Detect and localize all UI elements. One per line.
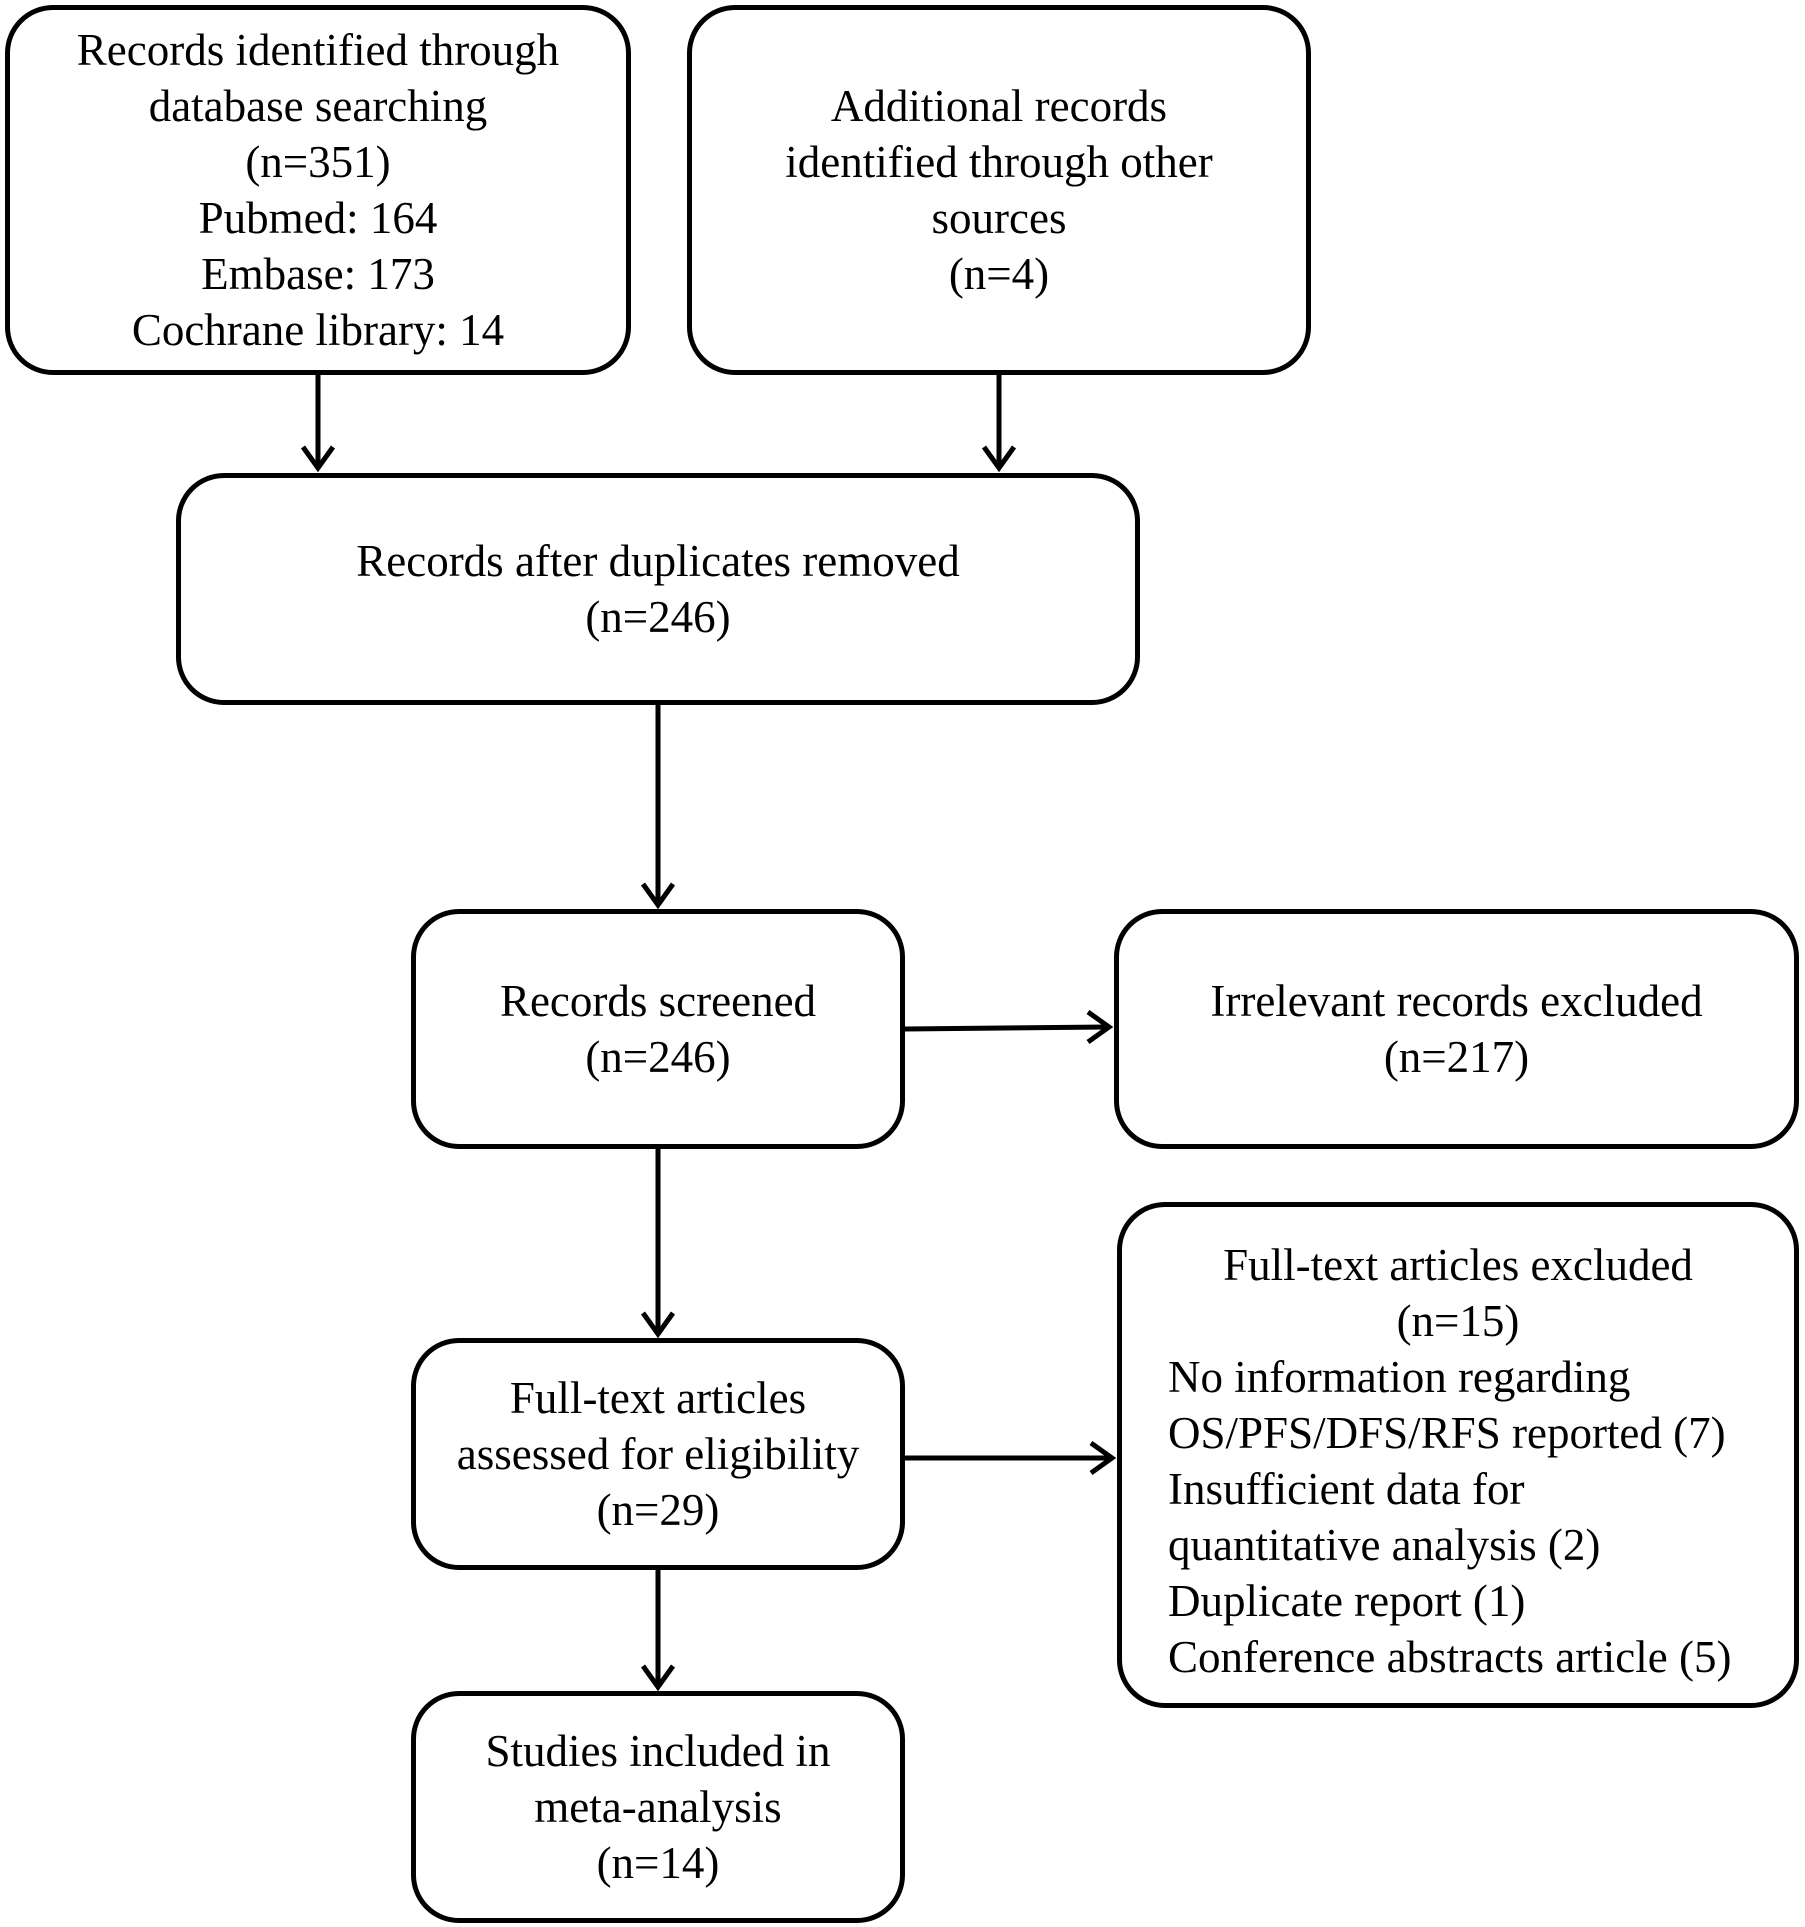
other-line-3: sources [931, 193, 1067, 243]
included-line-3: (n=14) [596, 1838, 720, 1888]
irrelevant-records-excluded-box: Irrelevant records excluded (n=217) [1114, 909, 1799, 1149]
other-line-2: identified through other [785, 137, 1213, 187]
fulltext-line-3: (n=29) [596, 1485, 720, 1535]
exclusion-reason: Insufficient data for [1168, 1464, 1525, 1514]
exclusion-reason: quantitative analysis (2) [1168, 1520, 1601, 1570]
identified-line-3: (n=351) [245, 137, 391, 187]
arrow-fulltext-to-included [640, 1570, 676, 1692]
irrelevant-line-1: Irrelevant records excluded [1210, 976, 1703, 1026]
excluded-heading-1: Full-text articles excluded [1223, 1240, 1693, 1290]
arrow-screened-to-irrelevant [904, 1009, 1114, 1045]
fulltext-excluded-box: Full-text articles excluded (n=15) No in… [1117, 1202, 1799, 1708]
exclusion-reason: Conference abstracts article (5) [1168, 1632, 1732, 1682]
exclusion-reason: No information regarding [1168, 1352, 1631, 1402]
identified-line-6: Cochrane library: 14 [131, 305, 505, 355]
dedup-line-2: (n=246) [585, 592, 731, 642]
exclusion-reason: Duplicate report (1) [1168, 1576, 1526, 1626]
screened-line-1: Records screened [499, 976, 817, 1026]
included-line-2: meta-analysis [534, 1782, 782, 1832]
fulltext-line-2: assessed for eligibility [456, 1429, 860, 1479]
records-after-duplicates-removed-box: Records after duplicates removed (n=246) [176, 473, 1140, 705]
excluded-heading-2: (n=15) [1396, 1296, 1520, 1346]
exclusion-reason: OS/PFS/DFS/RFS reported (7) [1168, 1408, 1726, 1458]
arrow-screened-to-fulltext [640, 1149, 676, 1339]
exclusion-reasons-list: No information regarding OS/PFS/DFS/RFS … [1122, 1349, 1731, 1685]
screened-line-2: (n=246) [585, 1032, 731, 1082]
records-identified-database-box: Records identified through database sear… [5, 5, 631, 375]
arrow-identified-to-dedup [300, 375, 336, 473]
included-line-1: Studies included in [485, 1726, 831, 1776]
studies-included-box: Studies included in meta-analysis (n=14) [411, 1691, 905, 1923]
dedup-line-1: Records after duplicates removed [356, 536, 960, 586]
identified-line-2: database searching [148, 81, 488, 131]
arrow-other-to-dedup [981, 375, 1017, 473]
arrow-fulltext-to-excluded [905, 1440, 1117, 1476]
additional-records-other-sources-box: Additional records identified through ot… [687, 5, 1311, 375]
arrow-dedup-to-screened [640, 705, 676, 910]
fulltext-assessed-box: Full-text articles assessed for eligibil… [411, 1338, 905, 1570]
other-line-4: (n=4) [948, 249, 1050, 299]
irrelevant-line-2: (n=217) [1383, 1032, 1530, 1082]
fulltext-line-1: Full-text articles [509, 1373, 807, 1423]
identified-line-5: Embase: 173 [201, 249, 435, 299]
identified-line-4: Pubmed: 164 [198, 193, 438, 243]
records-screened-box: Records screened (n=246) [411, 909, 905, 1149]
identified-line-1: Records identified through [76, 25, 560, 75]
other-line-1: Additional records [830, 81, 1168, 131]
